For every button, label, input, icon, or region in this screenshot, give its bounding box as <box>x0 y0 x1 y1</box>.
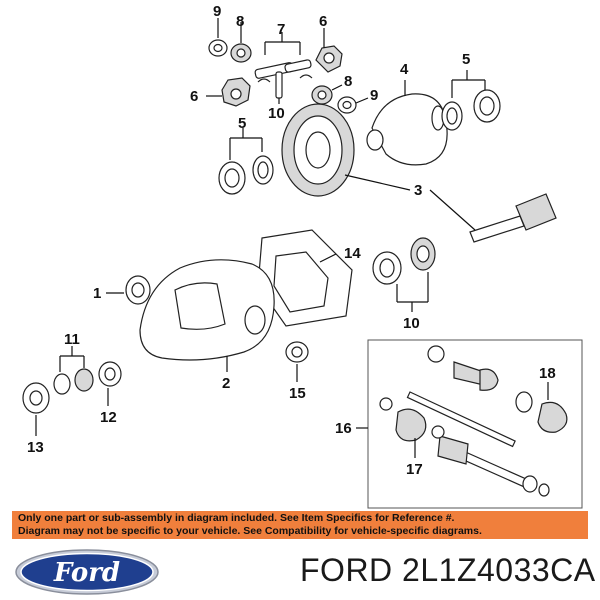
callout-5-left: 5 <box>238 115 246 132</box>
callout-10-right: 10 <box>403 315 420 332</box>
callout-8-mid: 8 <box>344 73 352 90</box>
part-5-bearings-right <box>441 70 501 131</box>
callout-1: 1 <box>93 285 101 302</box>
callout-2: 2 <box>222 375 230 392</box>
callout-10-top: 10 <box>268 105 285 122</box>
part-6-gear-top-right <box>315 28 343 73</box>
callout-6-top: 6 <box>319 13 327 30</box>
part-5-bearings-left <box>218 128 274 195</box>
callout-12: 12 <box>100 409 117 426</box>
part-6-gear-left <box>206 77 251 107</box>
axle-inset-box <box>367 339 583 509</box>
ford-logo: Ford <box>15 549 159 595</box>
callout-17: 17 <box>406 461 423 478</box>
part-13-bearing <box>22 382 50 436</box>
callout-11: 11 <box>64 331 80 348</box>
part-1-seal <box>106 275 151 305</box>
part-4-differential-case <box>366 80 448 166</box>
callout-8-top: 8 <box>236 13 244 30</box>
part-11-bearings <box>53 346 94 395</box>
part-9-washer-top <box>208 18 228 57</box>
part-12-seal <box>98 361 122 406</box>
callout-16: 16 <box>335 420 352 437</box>
part-10-pin-top <box>275 71 283 104</box>
part-15-seal <box>285 341 309 382</box>
part-number: FORD 2L1Z4033CA <box>300 552 596 588</box>
callout-6-left: 6 <box>190 88 198 105</box>
callout-7: 7 <box>277 21 285 38</box>
callout-5-right: 5 <box>462 51 470 68</box>
part-14-cover <box>257 229 353 327</box>
notice-line-1: Only one part or sub-assembly in diagram… <box>18 512 455 524</box>
callout-9-mid: 9 <box>370 87 378 104</box>
part-7-pins <box>254 32 313 83</box>
callout-4: 4 <box>400 61 409 78</box>
callout-9-top: 9 <box>213 3 221 20</box>
part-8-gear-top <box>230 22 252 63</box>
part-3-pinion-shaft <box>344 174 557 243</box>
notice-banner: Only one part or sub-assembly in diagram… <box>12 511 588 539</box>
callout-18: 18 <box>539 365 556 382</box>
ford-logo-text: Ford <box>53 558 120 588</box>
part-18-boot <box>537 382 568 433</box>
part-2-carrier-housing <box>139 259 275 372</box>
part-9-washer-mid <box>337 96 369 114</box>
part-16-axle-shafts <box>379 345 550 497</box>
callout-14: 14 <box>344 245 361 262</box>
exploded-parts-diagram: 9 8 7 6 6 8 9 10 4 5 5 3 14 1 10 11 2 15… <box>22 3 583 509</box>
notice-line-2: Diagram may not be specific to your vehi… <box>18 525 482 537</box>
part-8-gear-mid <box>311 84 343 105</box>
callout-3: 3 <box>414 182 422 199</box>
part-3-ring-gear <box>281 103 355 197</box>
callout-13: 13 <box>27 439 44 456</box>
part-10-bearings-right <box>372 237 436 312</box>
part-17-boot <box>395 408 427 458</box>
callout-15: 15 <box>289 385 306 402</box>
